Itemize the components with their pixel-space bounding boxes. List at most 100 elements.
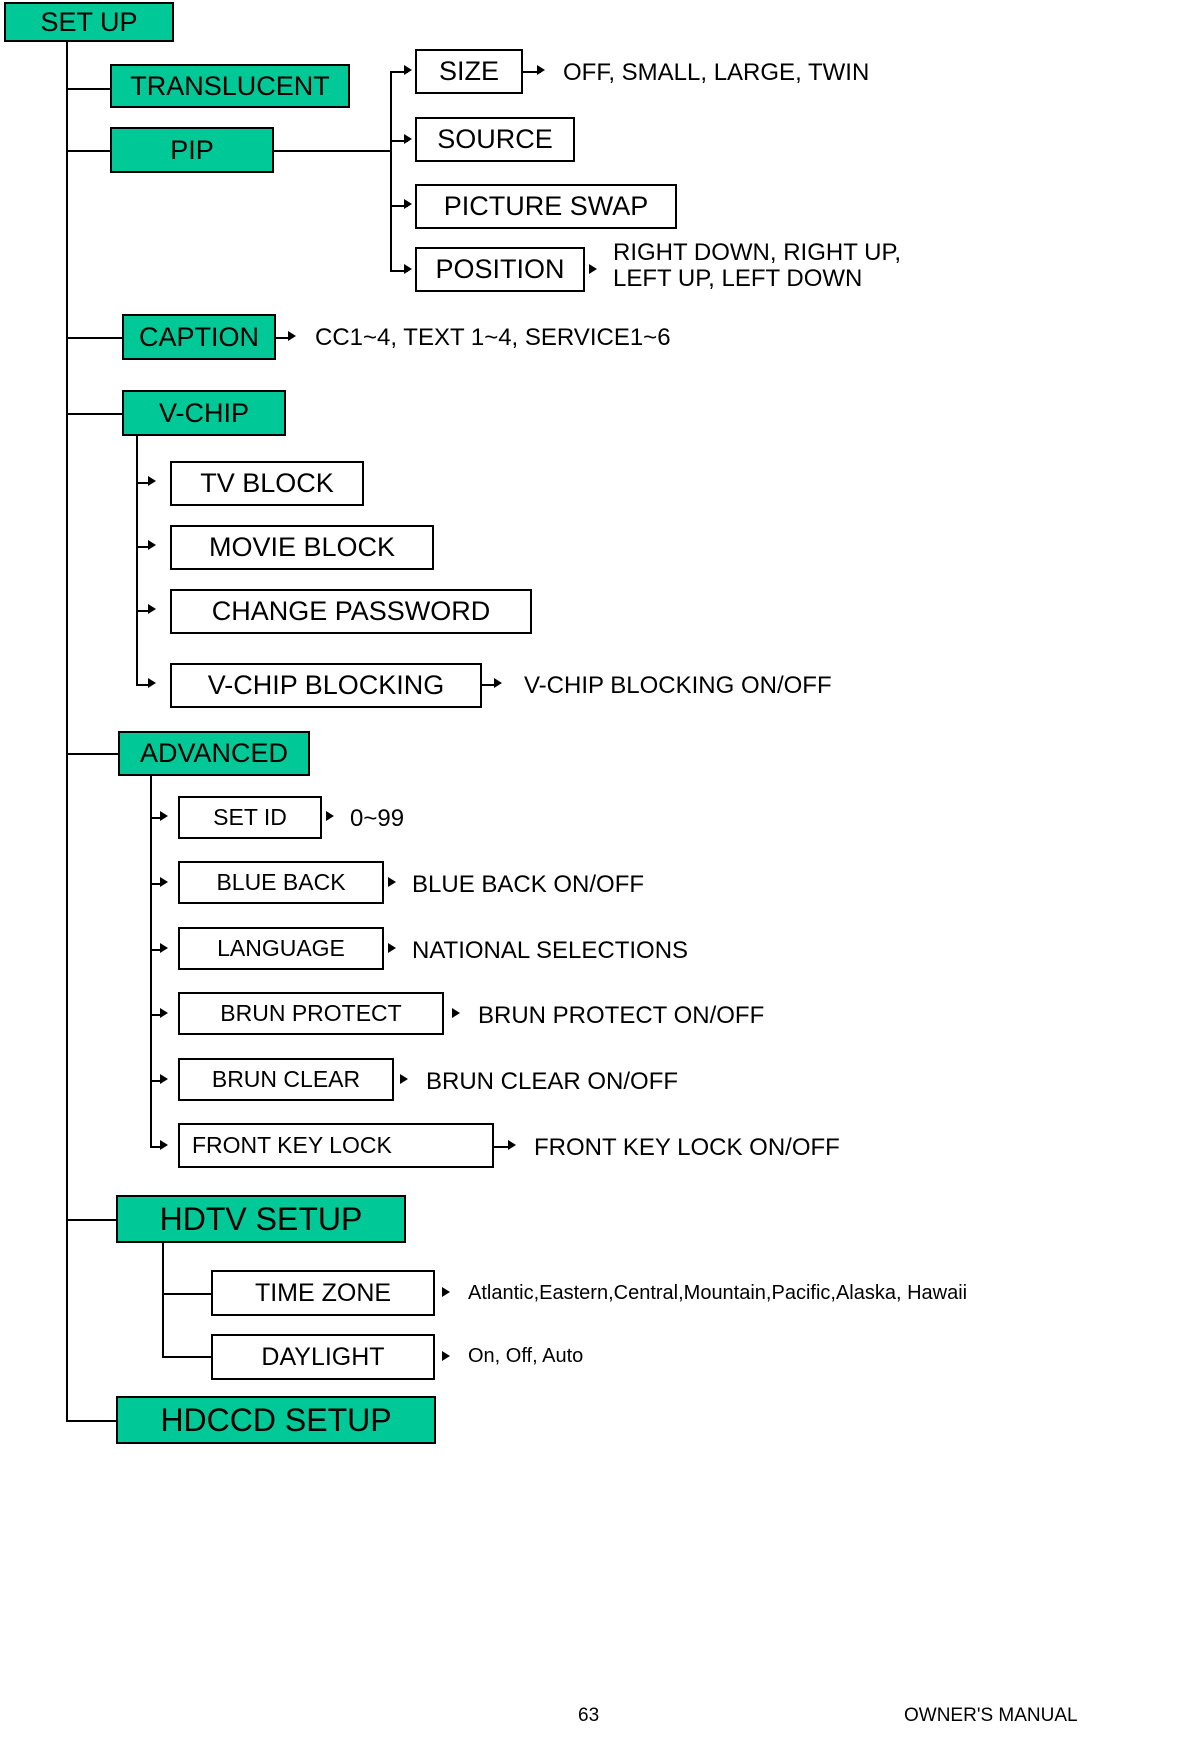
node-pip-picture-swap[interactable]: PICTURE SWAP xyxy=(415,184,677,229)
connector-pip-swap xyxy=(390,205,408,207)
arrow-vchip-blocking-values xyxy=(494,678,502,688)
node-caption[interactable]: CAPTION xyxy=(122,314,276,360)
node-hdtv-setup-label: HDTV SETUP xyxy=(159,1201,363,1237)
node-brun-clear-label: BRUN CLEAR xyxy=(211,1066,361,1092)
connector-movie-block xyxy=(136,546,150,548)
spine-pip xyxy=(390,71,392,271)
arrow-pip-swap xyxy=(404,199,412,209)
node-hdccd-setup-label: HDCCD SETUP xyxy=(160,1402,392,1438)
value-brun-protect: BRUN PROTECT ON/OFF xyxy=(478,1002,765,1029)
connector-hdtv-setup xyxy=(66,1219,118,1221)
node-front-key-lock-label: FRONT KEY LOCK xyxy=(192,1132,392,1158)
connector-daylight xyxy=(162,1356,212,1358)
node-daylight-label: DAYLIGHT xyxy=(261,1342,385,1371)
node-brun-clear[interactable]: BRUN CLEAR xyxy=(178,1058,394,1101)
node-set-up[interactable]: SET UP xyxy=(4,2,174,42)
connector-brun-protect xyxy=(150,1014,162,1016)
arrow-language-values xyxy=(388,943,396,953)
node-tv-block[interactable]: TV BLOCK xyxy=(170,461,364,506)
node-pip-size[interactable]: SIZE xyxy=(415,49,523,94)
arrow-set-id xyxy=(160,811,168,821)
node-hdccd-setup[interactable]: HDCCD SETUP xyxy=(116,1396,436,1444)
node-set-id[interactable]: SET ID xyxy=(178,796,322,839)
arrow-set-id-values xyxy=(326,811,334,821)
node-front-key-lock[interactable]: FRONT KEY LOCK xyxy=(178,1123,494,1168)
arrow-position-values xyxy=(589,264,597,274)
connector-time-zone xyxy=(162,1293,212,1295)
value-pip-position-line2: LEFT UP, LEFT DOWN xyxy=(613,264,863,292)
node-change-password-label: CHANGE PASSWORD xyxy=(211,596,491,626)
arrow-blue-back-values xyxy=(388,877,396,887)
connector-blue-back xyxy=(150,883,162,885)
connector-pip-out xyxy=(274,150,392,152)
connector-change-password xyxy=(136,610,150,612)
arrow-front-key-lock xyxy=(160,1140,168,1150)
node-set-up-label: SET UP xyxy=(40,6,138,37)
node-language[interactable]: LANGUAGE xyxy=(178,927,384,970)
node-tv-block-label: TV BLOCK xyxy=(200,468,334,498)
spine-main xyxy=(66,42,68,1422)
node-pip-position[interactable]: POSITION xyxy=(415,247,585,292)
connector-pip-source xyxy=(390,140,408,142)
value-vchip-blocking: V-CHIP BLOCKING ON/OFF xyxy=(524,672,832,699)
node-pip-size-label: SIZE xyxy=(438,56,499,86)
node-vchip-blocking[interactable]: V-CHIP BLOCKING xyxy=(170,663,482,708)
node-change-password[interactable]: CHANGE PASSWORD xyxy=(170,589,532,634)
node-translucent[interactable]: TRANSLUCENT xyxy=(110,64,350,108)
arrow-pip-position xyxy=(404,264,412,274)
node-advanced-label: ADVANCED xyxy=(139,738,289,768)
arrow-brun-clear xyxy=(160,1074,168,1084)
node-brun-protect[interactable]: BRUN PROTECT xyxy=(178,992,444,1035)
node-pip-source[interactable]: SOURCE xyxy=(415,117,575,162)
connector-vchip-blocking-values xyxy=(482,684,496,686)
node-blue-back[interactable]: BLUE BACK xyxy=(178,861,384,904)
value-front-key-lock: FRONT KEY LOCK ON/OFF xyxy=(534,1134,840,1161)
value-brun-clear: BRUN CLEAR ON/OFF xyxy=(426,1068,679,1095)
node-blue-back-label: BLUE BACK xyxy=(216,869,346,895)
node-movie-block-label: MOVIE BLOCK xyxy=(208,532,396,562)
arrow-brun-clear-values xyxy=(400,1074,408,1084)
arrow-daylight-values xyxy=(442,1351,450,1361)
node-daylight[interactable]: DAYLIGHT xyxy=(211,1334,435,1380)
node-vchip[interactable]: V-CHIP xyxy=(122,390,286,436)
node-set-id-label: SET ID xyxy=(213,804,287,830)
node-vchip-blocking-label: V-CHIP BLOCKING xyxy=(207,670,445,700)
footer-label: OWNER'S MANUAL xyxy=(904,1705,1078,1726)
arrow-time-zone-values xyxy=(442,1287,450,1297)
node-brun-protect-label: BRUN PROTECT xyxy=(220,1000,402,1026)
node-caption-label: CAPTION xyxy=(138,321,259,352)
connector-advanced xyxy=(66,753,120,755)
connector-brun-clear xyxy=(150,1080,162,1082)
spine-advanced xyxy=(150,776,152,1146)
node-translucent-label: TRANSLUCENT xyxy=(130,70,330,101)
arrow-tv-block xyxy=(148,476,156,486)
connector-caption-values xyxy=(276,337,290,339)
node-hdtv-setup[interactable]: HDTV SETUP xyxy=(116,1195,406,1243)
connector-hdccd-setup xyxy=(66,1420,118,1422)
connector-caption xyxy=(66,337,124,339)
connector-pip xyxy=(66,150,112,152)
node-pip-label: PIP xyxy=(170,134,214,165)
value-set-id: 0~99 xyxy=(350,805,405,832)
value-daylight: On, Off, Auto xyxy=(468,1345,584,1367)
value-time-zone: Atlantic,Eastern,Central,Mountain,Pacifi… xyxy=(468,1282,968,1304)
connector-set-id xyxy=(150,817,162,819)
node-pip[interactable]: PIP xyxy=(110,127,274,173)
connector-front-key-lock xyxy=(150,1146,162,1148)
arrow-blue-back xyxy=(160,877,168,887)
arrow-language xyxy=(160,943,168,953)
arrow-change-password xyxy=(148,604,156,614)
footer-page-number: 63 xyxy=(578,1705,600,1726)
node-time-zone-label: TIME ZONE xyxy=(254,1278,392,1307)
connector-pip-position xyxy=(390,270,408,272)
node-movie-block[interactable]: MOVIE BLOCK xyxy=(170,525,434,570)
value-language: NATIONAL SELECTIONS xyxy=(412,937,689,964)
node-time-zone[interactable]: TIME ZONE xyxy=(211,1270,435,1316)
arrow-pip-size xyxy=(404,65,412,75)
node-advanced[interactable]: ADVANCED xyxy=(118,731,310,776)
connector-vchip-blocking xyxy=(136,684,150,686)
arrow-movie-block xyxy=(148,540,156,550)
node-pip-picture-swap-label: PICTURE SWAP xyxy=(443,191,649,221)
node-language-label: LANGUAGE xyxy=(217,935,345,961)
